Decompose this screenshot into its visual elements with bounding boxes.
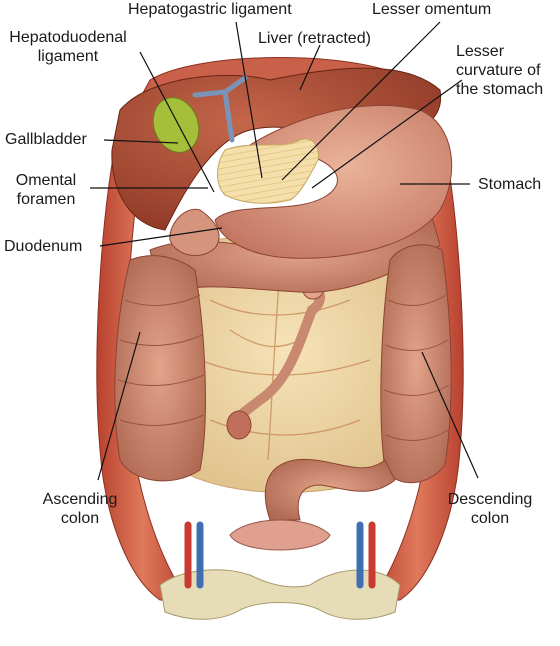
leader-descending-colon	[421, 351, 479, 479]
leader-lines	[90, 21, 479, 481]
label-lesser-curvature-line-3: the stomach	[456, 81, 544, 98]
iliac-vessels	[184, 521, 376, 589]
label-ascending-colon-line-2: colon	[60, 510, 100, 527]
label-hepatoduodenal-line-1: Hepatoduodenal	[9, 29, 127, 46]
label-descending-colon-line-1: Descending	[447, 491, 533, 508]
descending-colon-shape	[380, 244, 452, 484]
leader-gallbladder	[103, 139, 179, 144]
label-stomach: Stomach	[478, 176, 542, 193]
descending-colon-haustra	[383, 294, 450, 441]
label-ascending-colon: Ascending colon	[30, 490, 130, 528]
label-omental-foramen: Omental foramen	[4, 171, 88, 209]
label-ascending-colon-line-1: Ascending	[42, 491, 118, 508]
label-hepatoduodenal-line-2: ligament	[37, 48, 99, 65]
label-omental-foramen-line-1: Omental	[15, 172, 77, 189]
portal-vessels	[192, 75, 248, 143]
label-liver: Liver (retracted)	[258, 30, 371, 47]
label-lesser-omentum: Lesser omentum	[372, 1, 492, 18]
leader-lesser-omentum	[281, 21, 441, 181]
leader-hepatogastric	[235, 21, 263, 179]
label-duodenum: Duodenum	[4, 238, 83, 255]
ascending-colon-haustra	[117, 294, 205, 426]
pelvis	[159, 519, 401, 620]
label-hepatoduodenal-ligament: Hepatoduodenal ligament	[0, 28, 136, 66]
leader-liver	[299, 44, 321, 91]
appendix	[226, 410, 252, 440]
label-descending-colon: Descending colon	[432, 490, 548, 528]
leader-duodenum	[99, 227, 223, 247]
label-lesser-curvature: Lesser curvature of the stomach	[456, 42, 543, 99]
leader-ascending-colon	[97, 331, 141, 481]
label-descending-colon-line-2: colon	[470, 510, 510, 527]
label-lesser-curvature-line-2: curvature of	[456, 62, 541, 79]
leader-lesser-curvature	[311, 79, 463, 189]
ascending-colon-shape	[114, 255, 206, 482]
gallbladder-shape	[152, 97, 200, 153]
label-hepatogastric-ligament: Hepatogastric ligament	[128, 1, 292, 18]
lesser-omentum-shape	[217, 138, 319, 204]
label-lesser-curvature-line-1: Lesser	[456, 43, 505, 60]
leader-hepatoduodenal	[139, 51, 215, 193]
label-gallbladder: Gallbladder	[5, 131, 87, 148]
label-omental-foramen-line-2: foramen	[16, 191, 76, 208]
